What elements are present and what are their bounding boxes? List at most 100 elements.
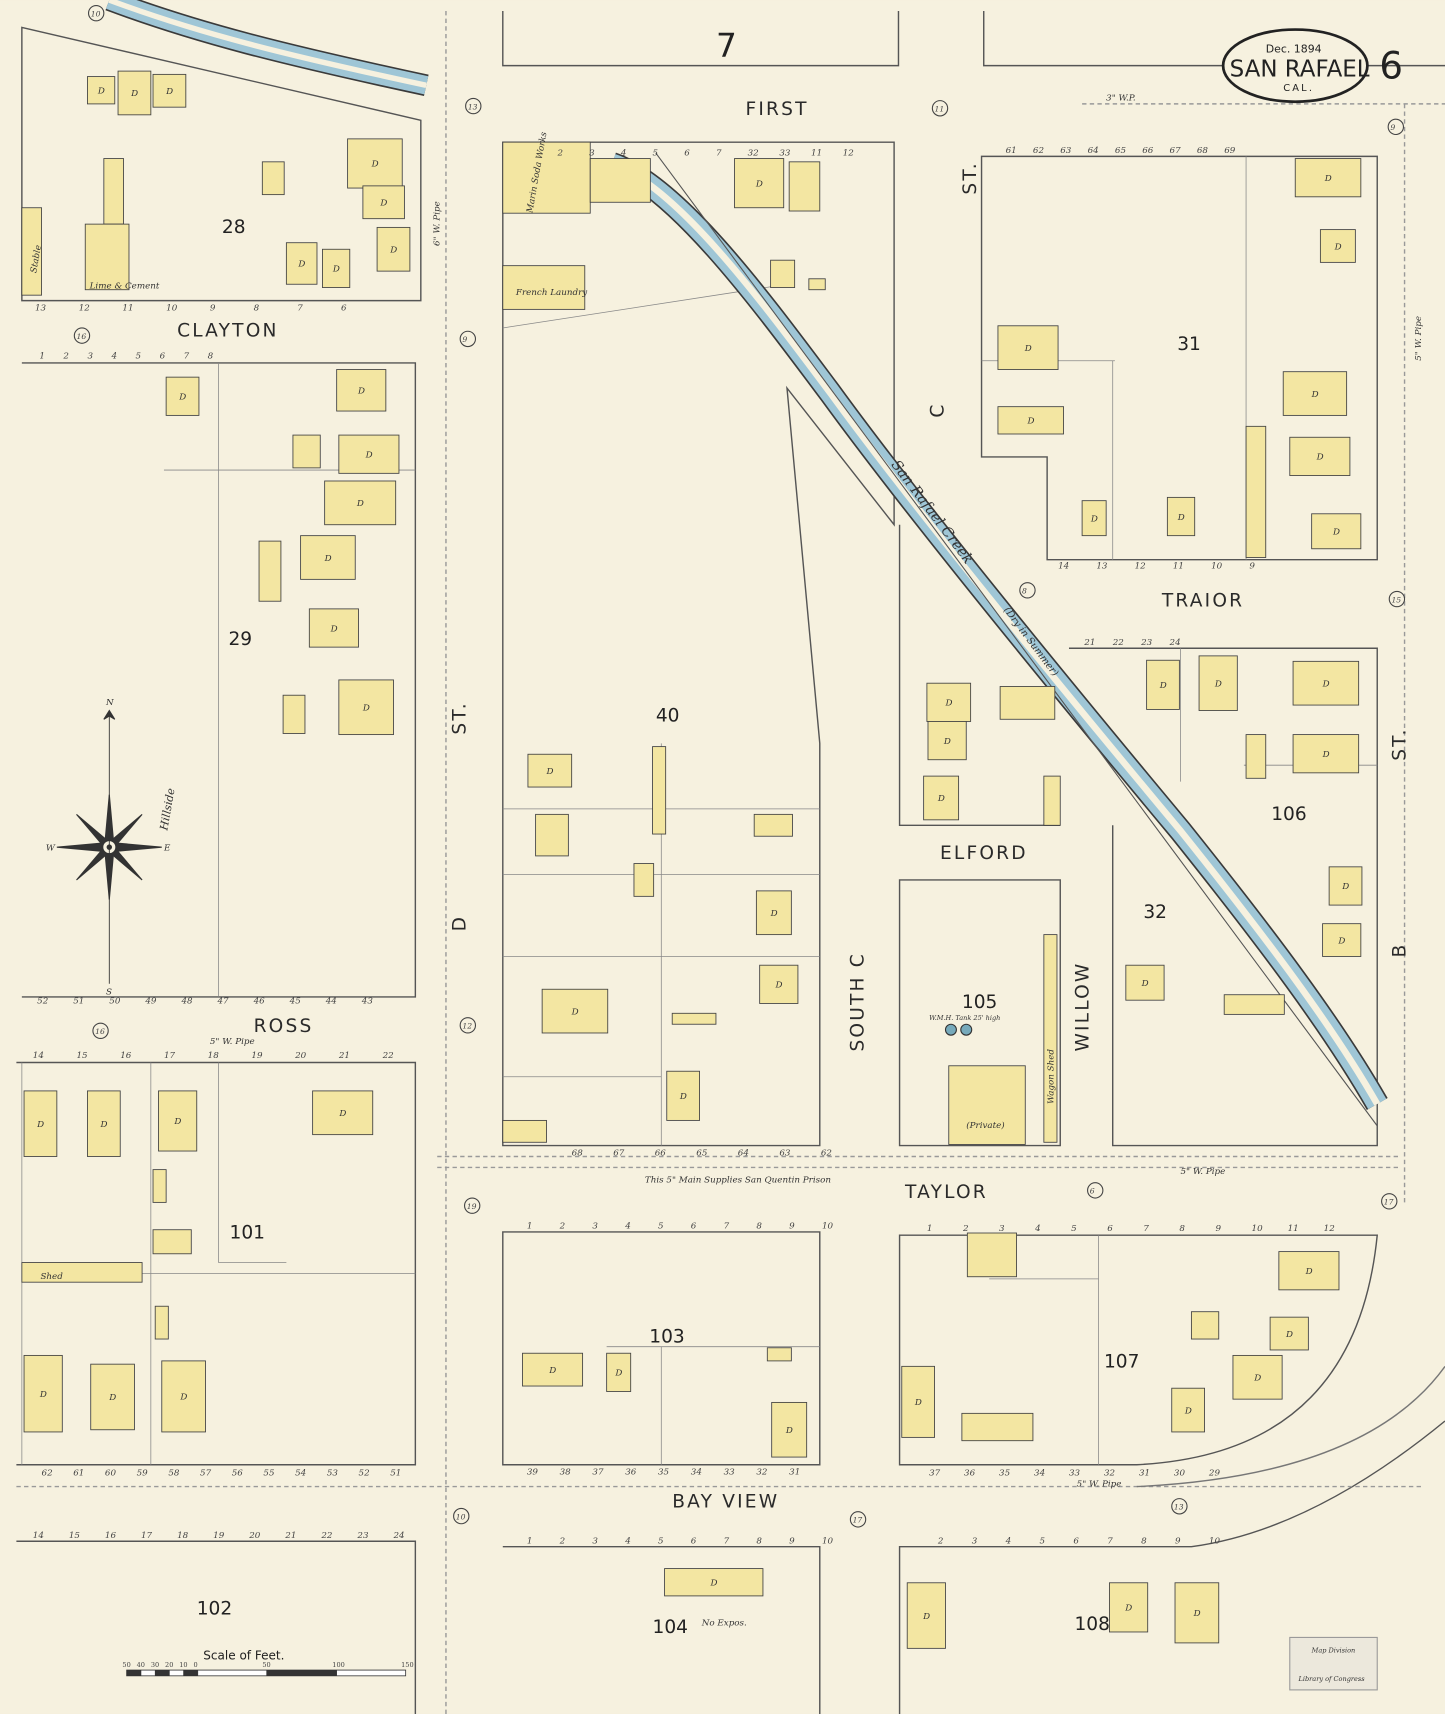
hydrant-icon: 6 <box>1087 1182 1104 1199</box>
building: D <box>755 890 792 936</box>
lot-number: 6 <box>1107 1224 1113 1234</box>
dwelling-label: D <box>332 265 340 275</box>
block-101-outline <box>16 1061 417 1466</box>
block-number-107: 107 <box>1104 1351 1139 1372</box>
building-footprint <box>21 1262 143 1283</box>
hydrant-icon: 17 <box>849 1511 867 1528</box>
svg-text:17: 17 <box>1384 1198 1394 1207</box>
building-footprint <box>258 540 282 602</box>
compass-s: S <box>106 988 112 998</box>
building-footprint <box>997 325 1059 370</box>
lot-number: 34 <box>1034 1469 1045 1479</box>
building: D <box>87 76 116 105</box>
lot-number: 22 <box>382 1051 395 1061</box>
dwelling-label: D <box>548 1366 556 1376</box>
note-stable: Stable <box>29 244 44 274</box>
building: D <box>1289 436 1351 476</box>
building-footprint <box>1245 734 1267 779</box>
building <box>589 158 651 203</box>
lot-number: 61 <box>73 1469 84 1479</box>
building-footprint <box>1043 775 1061 826</box>
dwelling-label: D <box>770 909 778 919</box>
building <box>502 1119 547 1143</box>
title-oval <box>1221 28 1369 104</box>
building <box>1245 734 1267 779</box>
svg-text:10: 10 <box>91 9 101 18</box>
lot-number: 21 <box>1083 638 1095 648</box>
note-san-quentin: This 5" Main Supplies San Quentin Prison <box>645 1176 831 1186</box>
building: D <box>308 608 359 648</box>
building-footprint <box>282 694 306 734</box>
lot-number: 4 <box>620 148 627 158</box>
stamp-line-1: Map Division <box>1311 1647 1356 1655</box>
building-footprint <box>666 1070 700 1121</box>
building <box>961 1412 1034 1442</box>
dwelling-label: D <box>97 87 105 97</box>
lot-number: 68 <box>572 1148 584 1158</box>
building: D <box>285 242 318 285</box>
lot-number: 63 <box>1060 146 1072 156</box>
lot-number: 35 <box>658 1468 670 1478</box>
building <box>502 141 591 214</box>
building: D <box>338 434 400 474</box>
lot-number: 32 <box>748 148 760 158</box>
building: D <box>152 73 187 108</box>
lot-number: 64 <box>1088 146 1099 156</box>
d-st-dashed-line <box>16 10 1445 1714</box>
building-footprint <box>808 278 826 291</box>
svg-text:16: 16 <box>77 332 87 341</box>
street-c-label: C <box>927 402 948 417</box>
lot-number: 65 <box>696 1148 708 1158</box>
lot-number: 53 <box>327 1469 339 1479</box>
hydrant-icon: 17 <box>1381 1193 1398 1210</box>
building-footprint <box>961 1412 1034 1442</box>
street-first: FIRST <box>745 99 808 120</box>
building-footprint <box>770 259 796 288</box>
dwelling-label: D <box>362 704 370 714</box>
building: D <box>734 158 785 209</box>
lot-number: 10 <box>166 303 178 313</box>
block-31-outline <box>980 155 1378 561</box>
building-footprint <box>161 1360 206 1433</box>
building-footprint <box>999 686 1056 720</box>
scale-segment <box>169 1669 184 1676</box>
block-108-outline <box>898 1420 1445 1714</box>
hydrant-icon: 10 <box>87 4 105 22</box>
building: D <box>901 1365 935 1438</box>
building: D <box>1311 513 1362 550</box>
lot-number: 36 <box>964 1469 976 1479</box>
creek-bank-line <box>655 152 1378 1127</box>
building-footprint <box>1198 655 1238 711</box>
building: D <box>923 775 960 821</box>
dwelling-label: D <box>1334 242 1342 252</box>
lot-number: 68 <box>1197 146 1209 156</box>
building: D <box>759 964 799 1004</box>
scale-segment <box>126 1669 142 1676</box>
building-footprint <box>21 207 42 296</box>
lot-number: 9 <box>1249 561 1255 571</box>
building-footprint <box>308 608 359 648</box>
hydrant-icon: 10 <box>453 1507 470 1525</box>
building <box>770 259 796 288</box>
building <box>999 686 1056 720</box>
dwelling-label: D <box>173 1117 181 1127</box>
building <box>948 1065 1026 1145</box>
scale-tick-label: 100 <box>332 1661 344 1669</box>
building: D <box>771 1401 808 1458</box>
lot-number: 5 <box>136 352 142 362</box>
dwelling-label: D <box>165 87 173 97</box>
building-footprint <box>312 1090 374 1136</box>
building: D <box>336 369 387 412</box>
lot-number: 6 <box>691 1222 697 1232</box>
compass-star-icon <box>56 709 162 984</box>
street-willow: WILLOW <box>1073 962 1094 1052</box>
lot-number: 36 <box>625 1468 637 1478</box>
building: D <box>666 1070 700 1121</box>
lot-number: 34 <box>691 1468 702 1478</box>
building <box>1190 1311 1220 1340</box>
lot-number: 57 <box>200 1469 212 1479</box>
lot-number: 2 <box>559 1536 566 1546</box>
building-footprint <box>1294 158 1362 198</box>
building-footprint <box>1328 866 1363 906</box>
